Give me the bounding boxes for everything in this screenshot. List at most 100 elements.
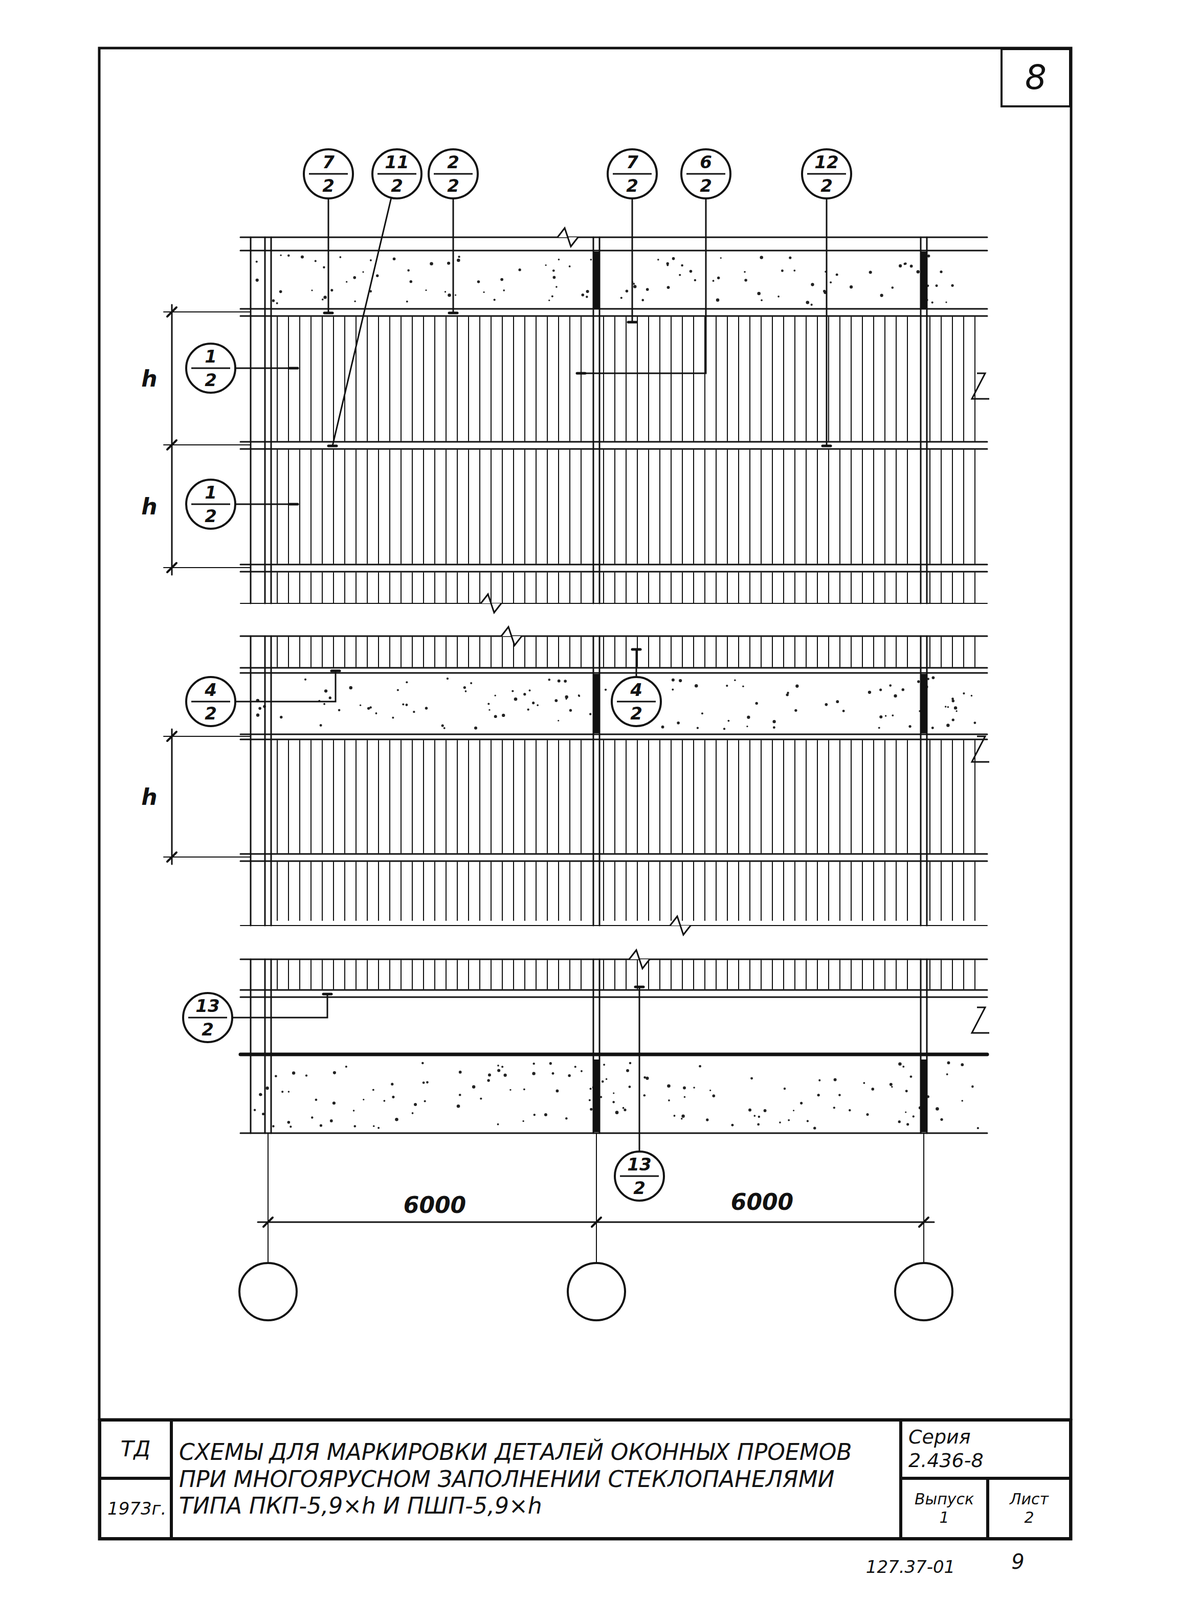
concrete-hatch [799, 1102, 803, 1105]
concrete-hatch [338, 709, 341, 713]
concrete-hatch [447, 293, 452, 298]
concrete-hatch [565, 1117, 568, 1121]
concrete-hatch [725, 684, 728, 687]
glass-panel-rib [929, 572, 931, 604]
concrete-hatch [671, 688, 674, 692]
concrete-hatch [657, 258, 660, 261]
concrete-hatch [372, 1125, 375, 1128]
leader-tick [576, 372, 586, 375]
glass-panel-rib [895, 740, 897, 854]
glass-panel-rib [501, 740, 503, 854]
glass-panel-rib [614, 960, 616, 990]
concrete-hatch [931, 726, 935, 730]
concrete-hatch [960, 1063, 964, 1067]
glass-panel-rib [423, 317, 425, 441]
concrete-hatch [531, 701, 535, 705]
glass-panel-rib [659, 572, 661, 604]
concrete-hatch [898, 1120, 901, 1124]
glass-panel-rib [321, 572, 323, 604]
concrete-hatch [454, 294, 457, 297]
concrete-hatch [353, 300, 356, 303]
glass-panel-rib [411, 317, 413, 441]
title-block-cell: Выпуск1 [900, 1478, 989, 1540]
concrete-hatch [314, 260, 317, 263]
concrete-hatch [255, 260, 258, 263]
title-block-text: Серия [908, 1426, 1063, 1450]
glass-panel-rib [816, 960, 818, 990]
horizontal-line [240, 739, 988, 741]
concrete-hatch [527, 708, 530, 711]
glass-panel-rib [839, 960, 841, 990]
glass-panel-rib [771, 637, 773, 668]
glass-panel-rib [681, 637, 683, 668]
fraction-line [612, 173, 652, 175]
concrete-hatch [835, 273, 839, 277]
glass-panel-rib [423, 637, 425, 668]
glass-panel-rib [524, 862, 526, 921]
glass-panel-rib [378, 637, 380, 668]
glass-panel-rib [558, 317, 560, 441]
glass-panel-rib [726, 862, 728, 921]
concrete-hatch [279, 254, 282, 257]
concrete-hatch [549, 1062, 552, 1065]
glass-panel-rib [580, 637, 582, 668]
glass-panel-rib [434, 637, 436, 668]
concrete-hatch [472, 1085, 476, 1089]
concrete-hatch [497, 1069, 501, 1073]
glass-panel-rib [884, 740, 886, 854]
title-block-text: Выпуск [908, 1490, 981, 1509]
glass-panel-rib [895, 960, 897, 990]
concrete-hatch [680, 1118, 683, 1121]
concrete-hatch [625, 290, 629, 293]
title-block-cell: СХЕМЫ ДЛЯ МАРКИРОВКИ ДЕТАЛЕЙ ОКОННЫХ ПРО… [170, 1419, 902, 1540]
glass-panel-rib [693, 960, 695, 990]
glass-panel-rib [344, 740, 346, 854]
callout-number: 2 [204, 703, 217, 724]
concrete-hatch [863, 1082, 866, 1085]
glass-panel-rib [783, 637, 785, 668]
glass-panel-rib [839, 740, 841, 854]
concrete-hatch [676, 721, 680, 725]
column-section [593, 251, 600, 309]
glass-panel-rib [850, 637, 852, 668]
glass-panel-rib [479, 960, 481, 990]
dimension-value: 6000 [402, 1192, 468, 1219]
glass-panel-rib [456, 740, 458, 854]
glass-panel-rib [321, 450, 323, 564]
glass-panel-rib [760, 637, 762, 668]
concrete-hatch [878, 726, 881, 729]
glass-panel-rib [400, 960, 402, 990]
concrete-hatch [947, 1061, 951, 1065]
concrete-hatch [717, 276, 720, 280]
horizontal-line [240, 308, 988, 310]
glass-panel-rib [693, 740, 695, 854]
glass-panel-rib [850, 740, 852, 854]
glass-panel-rib [681, 862, 683, 921]
glass-panel-rib [569, 317, 571, 441]
glass-panel-rib [648, 740, 650, 854]
glass-panel-rib [738, 862, 740, 921]
glass-panel-rib [344, 637, 346, 668]
horizontal-line [240, 860, 988, 863]
column-line [920, 959, 922, 1134]
glass-panel-rib [287, 637, 290, 668]
glass-panel-rib [423, 450, 425, 564]
concrete-hatch [898, 1062, 902, 1066]
glass-panel-rib [648, 317, 650, 441]
glass-panel-rib [411, 637, 413, 668]
glass-panel-rib [636, 317, 638, 441]
concrete-hatch [901, 688, 905, 692]
glass-panel-rib [378, 740, 380, 854]
glass-panel-rib [411, 450, 413, 564]
glass-panel-rib [861, 450, 863, 564]
concrete-hatch [494, 695, 497, 697]
callout-circle: 22 [427, 148, 479, 200]
concrete-hatch [514, 697, 518, 702]
callout-circle: 72 [606, 148, 658, 200]
glass-panel-rib [423, 862, 425, 921]
glass-panel-rib [445, 637, 447, 668]
concrete-hatch [723, 727, 726, 730]
concrete-hatch [487, 703, 490, 706]
callout-circle: 132 [613, 1150, 665, 1203]
callout-number: 2 [390, 175, 404, 196]
